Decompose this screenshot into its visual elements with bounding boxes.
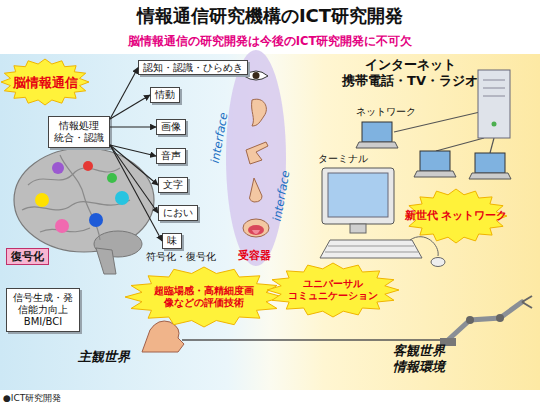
ear-icon: [252, 99, 267, 126]
connector-arrow: [110, 145, 156, 156]
mouth-icon: [252, 230, 260, 234]
terminal-icon: [431, 258, 445, 267]
laptop-icon: [469, 173, 511, 179]
starburst-shape: [267, 263, 399, 317]
laptop-icon: [356, 142, 398, 148]
connector-arrow: [110, 145, 158, 185]
function-box: 情動: [150, 87, 180, 103]
node-text: 文字: [163, 179, 183, 191]
node-text: 復号化: [11, 250, 44, 263]
diagram-title: 情報通信研究機構のICT研究開発: [0, 4, 540, 28]
server-icon: [492, 122, 497, 127]
node-text: 超臨場感・高精細度画像などの評価技術: [152, 285, 256, 309]
hand-icon: [246, 142, 268, 164]
connector-arrow: [110, 145, 158, 213]
robot-arm-icon: [496, 314, 504, 322]
media-label: インターネット 携帯電話・TV・ラジオ: [338, 57, 482, 88]
brain-illustration: [52, 162, 64, 174]
mouth-icon: [248, 225, 264, 235]
node-text: におい: [163, 207, 193, 219]
server-icon: [478, 70, 510, 138]
node-text: 味: [167, 235, 177, 247]
robot-arm-icon: [448, 302, 522, 340]
starburst-shape: [1, 59, 89, 105]
subtitle: 脳情報通信の研究開発は今後のICT研究開発に不可欠: [0, 35, 540, 49]
sense-box: 音声: [156, 148, 186, 164]
node-text: 画像: [161, 121, 181, 133]
receptor-band: [226, 50, 286, 266]
terminal-icon: [410, 237, 438, 256]
starburst-shape: [405, 189, 507, 243]
connector-arrow: [110, 126, 156, 127]
node-text: 音声: [161, 150, 181, 162]
sense-box: 文字: [158, 177, 188, 193]
laptop-icon: [475, 153, 505, 173]
starburst-label: 脳情報通信: [0, 58, 90, 106]
terminal-icon: [328, 246, 414, 247]
robot-arm-icon: [522, 296, 532, 302]
node-text: 情動: [155, 89, 175, 101]
node-text: 脳情報通信: [13, 75, 78, 90]
laptop-icon: [420, 151, 450, 171]
connector-arrow: [110, 95, 150, 119]
node-text: 情報処理 統合・認識: [52, 120, 106, 144]
world-label: 客観世界 情報環境: [393, 343, 453, 374]
node-text: 信号生成・発信能力向上 BMI/BCI: [10, 292, 76, 328]
decode-box: 復号化: [6, 248, 49, 265]
nose-icon: [250, 178, 263, 202]
server-icon: [483, 88, 505, 89]
sense-box: におい: [158, 205, 198, 221]
node-text: 認知・認識・ひらめき: [143, 62, 243, 73]
server-icon: [483, 80, 505, 81]
receptor-label: 受容器: [238, 249, 271, 262]
control-line: [182, 339, 448, 341]
terminal-icon: [328, 173, 388, 217]
diagram-caption: ●ICT研究開発: [3, 392, 61, 405]
connector-arrow: [110, 68, 138, 119]
server-icon: [483, 96, 505, 97]
robot-arm-icon: [440, 296, 532, 346]
server-icon: [478, 70, 510, 138]
signal-box: 信号生成・発信能力向上 BMI/BCI: [6, 288, 80, 332]
sense-box: 味: [162, 233, 182, 249]
process-label: 符号化・復号化: [146, 251, 216, 263]
brain-illustration: [55, 219, 69, 233]
robot-arm-icon: [466, 316, 474, 324]
robot-arm-icon: [522, 302, 532, 308]
function-box: 認知・認識・ひらめき: [138, 60, 248, 75]
node-text: 新世代 ネットワーク: [405, 209, 508, 222]
brain-illustration: [83, 161, 93, 171]
brain-illustration: [35, 193, 49, 207]
eye-icon: [253, 72, 260, 79]
network-label: ネットワーク: [356, 106, 416, 118]
terminal-icon: [325, 252, 418, 253]
mouth-icon: [243, 219, 269, 237]
brain-illustration: [96, 248, 116, 274]
terminal-label: ターミナル: [318, 153, 368, 165]
starburst-label: 新世代 ネットワーク: [404, 188, 508, 244]
terminal-icon: [320, 240, 422, 258]
starburst-label: ユニバーサル コミュニケーション: [266, 262, 400, 318]
brain-illustration: [89, 213, 103, 227]
starburst-label: 超臨場感・高精細度画像などの評価技術: [124, 266, 284, 328]
process-box: 情報処理 統合・認識: [48, 116, 110, 148]
muscle-arm-icon: [142, 321, 184, 352]
mouth-icon: [243, 219, 269, 237]
terminal-icon: [350, 224, 366, 233]
network-wire: [490, 138, 494, 153]
world-label: 主観世界: [78, 349, 130, 365]
brain-illustration: [115, 191, 129, 205]
connector-arrow: [110, 145, 162, 241]
sense-box: 画像: [156, 119, 186, 135]
laptop-icon: [414, 171, 456, 177]
network-wire: [436, 138, 484, 151]
node-text: ユニバーサル コミュニケーション: [283, 278, 383, 302]
laptop-icon: [362, 122, 392, 142]
brain-illustration: [107, 173, 117, 183]
terminal-icon: [322, 168, 394, 224]
starburst-shape: [125, 267, 283, 327]
